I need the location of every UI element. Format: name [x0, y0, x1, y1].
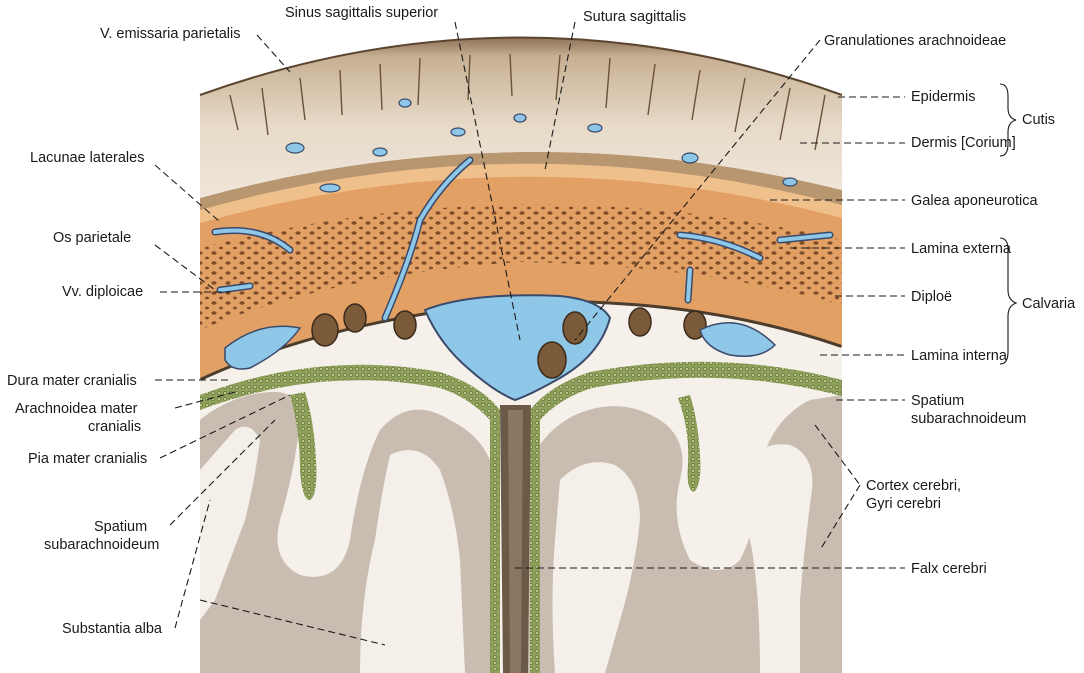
- label-arachnoidea-line2: cranialis: [88, 419, 141, 435]
- section-wedge: [190, 38, 850, 673]
- label-spatium-left-line2: subarachnoideum: [44, 537, 159, 553]
- label-lacunae-laterales: Lacunae laterales: [30, 150, 144, 166]
- label-lamina-externa: Lamina externa: [911, 241, 1012, 257]
- label-arachnoidea-line1: Arachnoidea mater: [15, 401, 138, 417]
- label-epidermis: Epidermis: [911, 89, 975, 105]
- falx-inner: [508, 410, 523, 673]
- label-vv-diploicae: Vv. diploicae: [62, 284, 143, 300]
- label-cortex-line1: Cortex cerebri,: [866, 478, 961, 494]
- label-dura-mater-cranialis: Dura mater cranialis: [7, 373, 137, 389]
- label-galea-aponeurotica: Galea aponeurotica: [911, 193, 1038, 209]
- label-spatium-left-line1: Spatium: [94, 519, 147, 535]
- label-pia-mater-cranialis: Pia mater cranialis: [28, 451, 147, 467]
- label-spatium-right-line1: Spatium: [911, 393, 964, 409]
- label-sutura-sagittalis: Sutura sagittalis: [583, 9, 686, 25]
- label-substantia-alba: Substantia alba: [62, 621, 163, 637]
- label-v-emissaria-parietalis: V. emissaria parietalis: [100, 26, 241, 42]
- label-dermis: Dermis [Corium]: [911, 135, 1016, 151]
- label-lamina-interna: Lamina interna: [911, 348, 1008, 364]
- label-falx-cerebri: Falx cerebri: [911, 561, 987, 577]
- label-cutis: Cutis: [1022, 112, 1055, 128]
- label-cortex-line2: Gyri cerebri: [866, 496, 941, 512]
- label-sinus-sagittalis-superior: Sinus sagittalis superior: [285, 5, 438, 21]
- label-calvaria: Calvaria: [1022, 296, 1076, 312]
- label-os-parietale: Os parietale: [53, 230, 131, 246]
- label-spatium-right-line2: subarachnoideum: [911, 411, 1026, 427]
- label-diploe: Diploë: [911, 289, 952, 305]
- label-granulationes-arachnoideae: Granulationes arachnoideae: [824, 33, 1006, 49]
